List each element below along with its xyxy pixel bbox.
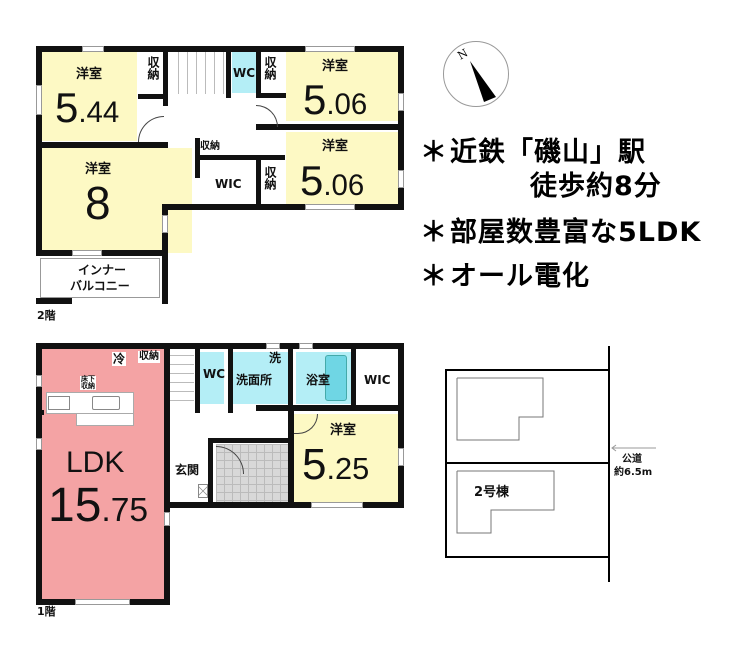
wic-label: WIC xyxy=(364,373,391,387)
feature-walk: 徒歩約8分 xyxy=(530,171,662,202)
room-label: 洋室 xyxy=(76,67,103,82)
sink xyxy=(92,396,120,410)
room-western-506-a xyxy=(286,51,398,121)
feature-bullet: ＊ xyxy=(420,137,448,168)
room-western-544 xyxy=(42,51,137,141)
feature-bullet: ＊ xyxy=(420,217,448,248)
road-line xyxy=(608,346,610,582)
lot-2 xyxy=(445,462,610,558)
compass: N xyxy=(443,41,509,107)
underfloor-storage-1: 床下 xyxy=(80,375,96,383)
room-label: 洋室 xyxy=(322,139,349,154)
feature-bullet: ＊ xyxy=(420,261,448,292)
room-western-506-b xyxy=(286,132,398,204)
building-outline-1 xyxy=(456,377,656,534)
wic-label: WIC xyxy=(215,177,242,191)
stairs-1f xyxy=(170,349,194,409)
floor-label-2f: 2階 xyxy=(37,309,56,322)
inner-balcony xyxy=(40,258,160,298)
wc-label: WC xyxy=(203,367,226,381)
site-plan: 2号棟 公道 約6.5m xyxy=(430,330,730,590)
feature-electric: オール電化 xyxy=(450,261,590,292)
road-width: 約6.5m xyxy=(614,467,653,478)
bath-label: 浴室 xyxy=(306,373,331,387)
floor-label-1f: 1階 xyxy=(37,605,56,618)
washroom-label: 洗面所 xyxy=(236,373,273,387)
wc-2f xyxy=(232,51,256,93)
north-arrow-icon xyxy=(470,61,496,102)
stove xyxy=(48,396,70,410)
room-size: 5.44 xyxy=(55,84,120,131)
entrance-label: 玄関 xyxy=(175,463,200,477)
bathtub xyxy=(325,355,347,401)
washroom xyxy=(233,352,293,404)
feature-rooms: 部屋数豊富な5LDK xyxy=(450,217,702,248)
storage-label: 収納 xyxy=(146,56,160,80)
room-size: 5.06 xyxy=(303,76,368,123)
floor-plan-2f: 洋室 5.44 収納 洋室 8 WC 収納 洋室 5.06 収納 WIC 収納 … xyxy=(0,0,410,330)
ldk-label: LDK xyxy=(66,446,125,479)
room-size: 8 xyxy=(85,177,111,229)
storage-label: 収納 xyxy=(200,141,220,152)
room-size: 5.25 xyxy=(302,440,370,489)
features-list: ＊ 近鉄「磯山」駅 徒歩約8分 ＊ 部屋数豊富な5LDK ＊ オール電化 xyxy=(420,130,730,300)
room-size: 5.06 xyxy=(300,157,365,204)
floor-plan-1f: 冷 収納 床下 収納 LDK 15.75 WC 洗 洗面所 浴室 WIC 玄関 … xyxy=(36,343,404,618)
shoe-box xyxy=(198,484,208,498)
stairs-2f xyxy=(170,52,224,94)
balcony-label-2: バルコニー xyxy=(70,279,130,293)
storage-label: 収納 xyxy=(138,351,160,363)
storage-label: 収納 xyxy=(263,56,277,80)
washer-label: 洗 xyxy=(269,351,282,365)
lot-label: 2号棟 xyxy=(474,485,510,500)
room-ldk xyxy=(42,349,164,599)
balcony-label-1: インナー xyxy=(78,263,127,277)
room-label: 洋室 xyxy=(322,59,349,74)
wc-label: WC xyxy=(233,66,256,80)
room-label: 洋室 xyxy=(330,423,357,438)
road-label: 公道 xyxy=(622,454,642,465)
feature-station: 近鉄「磯山」駅 xyxy=(450,137,646,168)
fridge-label: 冷 xyxy=(112,352,127,366)
underfloor-storage-2: 収納 xyxy=(80,382,96,390)
wc-1f xyxy=(200,352,224,404)
storage-label: 収納 xyxy=(263,166,277,190)
ldk-size: 15.75 xyxy=(48,479,149,532)
room-label: 洋室 xyxy=(85,162,112,177)
